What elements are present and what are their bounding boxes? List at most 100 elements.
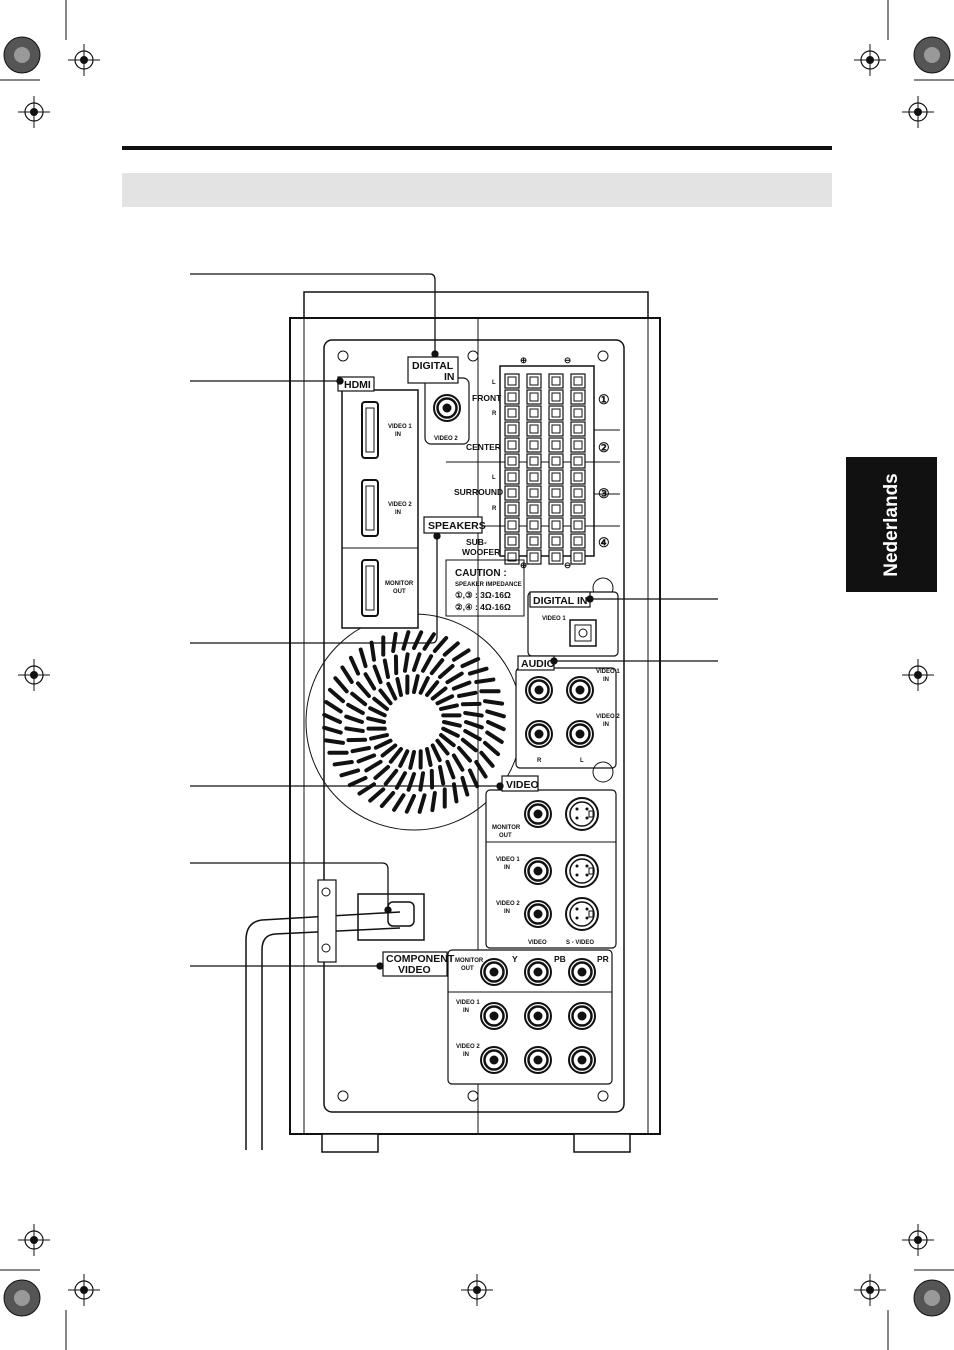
speaker-terminal (548, 549, 564, 565)
speaker-terminal (526, 485, 542, 501)
speaker-terminal (570, 501, 586, 517)
speaker-terminal (526, 533, 542, 549)
video-monitor-label: MONITOR (492, 825, 521, 831)
fan-slot (467, 768, 480, 789)
fan-slot (383, 768, 399, 786)
video-section: VIDEO MONITOR OUT VIDEO 1 IN VIDEO 2 IN … (485, 775, 617, 949)
fan-slot (348, 655, 361, 676)
optical-video1-label: VIDEO 1 (542, 616, 566, 622)
speaker-terminal (570, 533, 586, 549)
speaker-terminal (570, 517, 586, 533)
fan-slot (438, 765, 446, 786)
comp-video2-label: VIDEO 2 (456, 1044, 480, 1050)
impedance-1: ①,③ : 3Ω-16Ω (455, 590, 511, 600)
speaker-terminal (548, 501, 564, 517)
fan-slot (485, 730, 504, 744)
speaker-terminal (504, 485, 520, 501)
fan-slot (340, 665, 354, 684)
fan-slot (485, 709, 506, 719)
speaker-terminal (504, 469, 520, 485)
header-rule (122, 146, 832, 150)
speaker-terminal (526, 453, 542, 469)
video-label: VIDEO (506, 779, 539, 791)
fan-slot (474, 677, 496, 684)
speaker-terminal (570, 373, 586, 389)
digital-in-top-in: IN (444, 371, 455, 383)
fan-slot (366, 716, 386, 724)
audio-video2-label: VIDEO 2 (596, 714, 620, 720)
fan-slot (429, 658, 445, 676)
speaker-terminal (504, 373, 520, 389)
fan-slot (379, 791, 396, 809)
component-video: COMPONENT VIDEO MONITOR OUT VIDEO 1 IN V… (382, 949, 613, 1085)
speaker-terminal (548, 533, 564, 549)
speaker-terminal (504, 421, 520, 437)
video-video1-label: VIDEO 1 (496, 857, 520, 863)
fan-slot (356, 681, 371, 698)
fan-slot (474, 760, 488, 779)
hdmi-video1-in: IN (395, 432, 401, 438)
speaker-terminal (526, 421, 542, 437)
fan-slot (486, 720, 506, 732)
fan-slot (463, 710, 484, 718)
digital-in-optical-label: DIGITAL IN (533, 595, 587, 607)
speaker-terminal (570, 437, 586, 453)
speaker-terminal (504, 453, 520, 469)
fan-slot (363, 672, 377, 691)
fan-slot (442, 641, 460, 657)
audio-video1-in: IN (603, 677, 609, 683)
video-monitor-out: OUT (499, 833, 512, 839)
speaker-num-1: ① (598, 392, 610, 407)
coax-digital-in: DIGITAL IN VIDEO 2 (407, 356, 470, 445)
fan-slot (350, 746, 371, 754)
fan-slot (350, 691, 368, 707)
fan-slot (372, 696, 389, 711)
fan-slot (333, 676, 349, 694)
fan-slot (358, 647, 368, 669)
fan-slot (483, 699, 505, 706)
fan-slot (382, 658, 390, 679)
speaker-terminal (548, 485, 564, 501)
fan-slot (452, 648, 471, 662)
fan-slot (430, 686, 448, 701)
speaker-terminal (548, 421, 564, 437)
video-column-label: VIDEO (528, 940, 547, 946)
speaker-terminal (548, 437, 564, 453)
fan-slot (412, 630, 424, 650)
fan-slot (463, 729, 482, 742)
fan-slot (364, 759, 383, 773)
surround-l: L (492, 475, 496, 481)
speaker-terminal (526, 469, 542, 485)
fan-slot (356, 753, 377, 764)
fan-slot (445, 671, 464, 685)
fan-slot (347, 775, 368, 788)
component-label: COMPONENT (386, 953, 455, 965)
speakers-label: SPEAKERS (428, 520, 486, 532)
fan-slot (417, 793, 427, 814)
plus-top: ⊕ (520, 355, 527, 365)
coax-video2-label: VIDEO 2 (434, 436, 458, 442)
fan-slot (373, 765, 390, 780)
fan-slot (412, 652, 422, 672)
speaker-terminal (504, 389, 520, 405)
fan-slot (439, 703, 459, 711)
fan-slot (346, 702, 365, 715)
subwoofer-label-2: WOOFER (462, 547, 500, 557)
impedance-label: SPEAKER IMPEDANCE (455, 582, 522, 588)
speaker-terminal (504, 517, 520, 533)
fan-slot (421, 654, 434, 673)
fan-slot (368, 787, 386, 803)
fan-slot (430, 743, 442, 763)
fan-slot (332, 760, 354, 767)
speaker-terminal (548, 469, 564, 485)
minus-bottom: ⊖ (564, 560, 571, 570)
fan-slot (401, 630, 411, 651)
audio-l: L (580, 758, 584, 764)
speaker-terminal (526, 549, 542, 565)
speaker-terminal (504, 501, 520, 517)
fan-slot (368, 706, 387, 718)
fan-slot (479, 750, 495, 768)
hdmi-video2-label: VIDEO 2 (388, 502, 412, 508)
speaker-terminal (570, 453, 586, 469)
